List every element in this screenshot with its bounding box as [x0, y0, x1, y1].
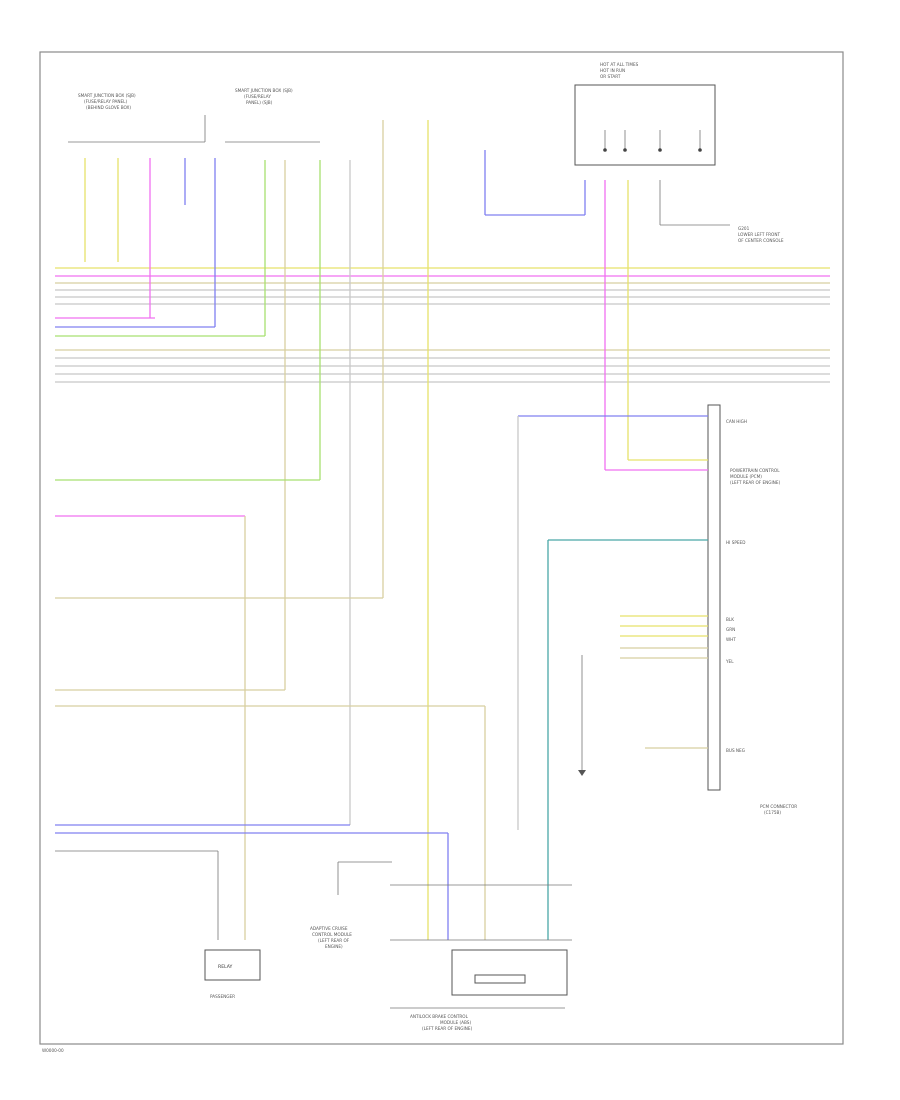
bottom-module-line-3: (LEFT REAR OF: [318, 938, 350, 943]
bottom-connector-line-3: (LEFT REAR OF ENGINE): [422, 1026, 473, 1031]
top-relay-line-3: OR START: [600, 74, 621, 79]
right-side-note-line-2: (C175B): [764, 810, 781, 815]
pcm-pin-4: HI SPEED: [726, 540, 745, 545]
pcm-pin-7: WHT: [726, 637, 736, 642]
right-side-note-line-1: PCM CONNECTOR: [760, 804, 797, 809]
fuse-block-mid-line-2: (FUSE/RELAY: [244, 94, 271, 99]
fuse-block-mid: SMART JUNCTION BOX (SJB) (FUSE/RELAY PAN…: [225, 88, 320, 143]
vertical-drops: [84, 120, 629, 940]
ground-ref: G201 LOWER LEFT FRONT OF CENTER CONSOLE: [659, 180, 784, 243]
bottom-module: ADAPTIVE CRUISE CONTROL MODULE (LEFT REA…: [310, 861, 392, 949]
pcm-pin-8: YEL: [725, 659, 734, 664]
bottom-module-line-1: ADAPTIVE CRUISE: [310, 926, 348, 931]
pcm-connector: POWERTRAIN CONTROL MODULE (PCM) (LEFT RE…: [517, 404, 797, 940]
bottom-connector-line-1: ANTILOCK BRAKE CONTROL: [410, 1014, 469, 1019]
bottom-module-line-4: ENGINE): [325, 944, 343, 949]
pcm-pin-9: BUS NEG: [726, 748, 745, 753]
top-relay-line-1: HOT AT ALL TIMES: [600, 62, 639, 67]
pcm-connector-line-3: (LEFT REAR OF ENGINE): [730, 480, 781, 485]
top-relay-line-2: HOT IN RUN: [600, 68, 625, 73]
pcm-pin-1: CAN HIGH: [726, 419, 747, 424]
ground-ref-line-2: LOWER LEFT FRONT: [738, 232, 780, 237]
figure-code: W0000-00: [42, 1048, 64, 1053]
fuse-block-mid-line-1: SMART JUNCTION BOX (SJB): [235, 88, 293, 93]
fuse-block-left-line-3: (BEHIND GLOVE BOX): [86, 105, 131, 110]
pcm-connector-line-1: POWERTRAIN CONTROL: [730, 468, 780, 473]
pcm-pin-6: GRN: [726, 627, 735, 632]
diagram-frame: [39, 51, 844, 1045]
bottom-connector: ANTILOCK BRAKE CONTROL MODULE (ABS) (LEF…: [390, 884, 572, 1031]
fuse-block-left-line-1: SMART JUNCTION BOX (SJB): [78, 93, 136, 98]
ground-ref-line-1: G201: [738, 226, 750, 231]
left-branch-wires: [55, 479, 486, 940]
fuse-block-mid-line-3: PANEL) (SJB): [246, 100, 273, 105]
fuse-block-left: SMART JUNCTION BOX (SJB) (FUSE/RELAY PAN…: [68, 93, 206, 143]
bottom-relay-line-1: PASSENGER: [210, 994, 235, 999]
bottom-connector-line-2: MODULE (ABS): [440, 1020, 471, 1025]
bus-wires: [55, 267, 830, 383]
top-relay: HOT AT ALL TIMES HOT IN RUN OR START: [574, 62, 716, 166]
pcm-pin-5: BLK: [726, 617, 734, 622]
bottom-relay: RELAY PASSENGER: [204, 949, 261, 999]
fuse-block-left-line-2: (FUSE/RELAY PANEL): [84, 99, 127, 104]
ground-leg-mid: [578, 655, 586, 776]
bottom-relay-label: RELAY: [218, 964, 233, 970]
pcm-connector-line-2: MODULE (PCM): [730, 474, 762, 479]
bottom-module-line-2: CONTROL MODULE: [312, 932, 352, 937]
ground-ref-line-3: OF CENTER CONSOLE: [738, 238, 784, 243]
